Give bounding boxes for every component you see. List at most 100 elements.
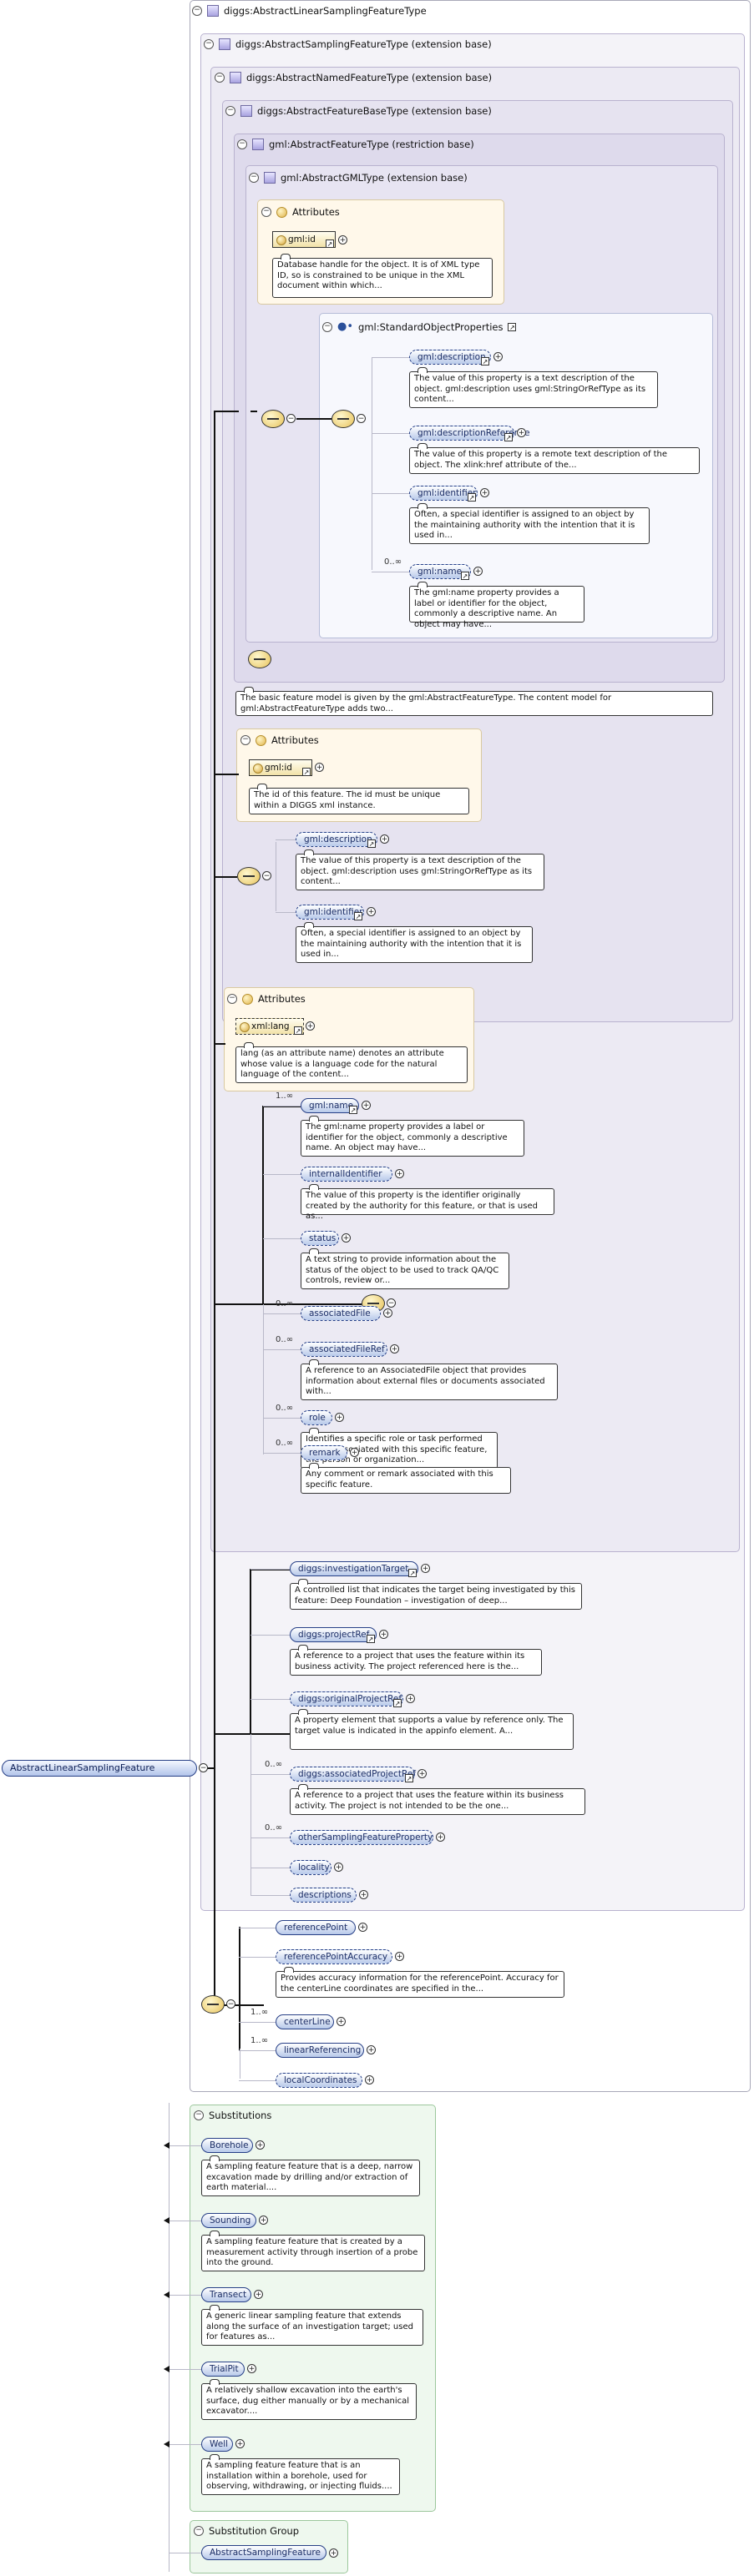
expand-icon[interactable]: +: [315, 763, 324, 772]
element-centerline[interactable]: centerLine: [276, 2014, 334, 2029]
expand-icon[interactable]: +: [259, 2216, 268, 2225]
collapse-toggle[interactable]: −: [227, 994, 237, 1004]
substitution-sounding[interactable]: Sounding: [201, 2213, 256, 2228]
collapse-toggle[interactable]: −: [215, 73, 225, 83]
element-othersamplingfeatureproperty[interactable]: otherSamplingFeatureProperty: [290, 1830, 433, 1845]
expand-icon[interactable]: +: [342, 1233, 351, 1243]
link-icon[interactable]: ↗: [405, 1774, 413, 1782]
link-icon[interactable]: ↗: [481, 357, 489, 365]
expand-icon[interactable]: +: [421, 1564, 430, 1573]
element-gml-description[interactable]: gml:description: [296, 832, 377, 847]
element-gml-identifier[interactable]: gml:identifier: [296, 905, 364, 920]
substitution-trialpit[interactable]: TrialPit: [201, 2362, 245, 2377]
link-icon[interactable]: ↗: [367, 1635, 375, 1643]
expand-icon[interactable]: +: [379, 1630, 388, 1639]
expand-icon[interactable]: +: [338, 235, 347, 244]
expand-icon[interactable]: +: [235, 2439, 245, 2448]
element-gml-descriptionreference[interactable]: gml:descriptionReference: [409, 426, 530, 441]
element-remark[interactable]: remark: [301, 1445, 347, 1460]
root-expand-icon[interactable]: −: [199, 1763, 208, 1772]
expand-icon[interactable]: +: [406, 1694, 415, 1703]
gml-id-attribute[interactable]: gml:id: [249, 759, 312, 776]
link-icon[interactable]: ↗: [504, 433, 513, 441]
collapse-toggle[interactable]: −: [225, 106, 235, 116]
link-icon[interactable]: ↗: [326, 239, 334, 248]
xml-lang-attribute[interactable]: xml:lang: [235, 1018, 304, 1035]
element-referencepointaccuracy[interactable]: referencePointAccuracy: [276, 1949, 392, 1964]
element-gml-description[interactable]: gml:description: [409, 350, 491, 365]
expand-icon[interactable]: +: [383, 1308, 392, 1318]
root-element[interactable]: AbstractLinearSamplingFeature: [2, 1760, 197, 1777]
element-gml-name[interactable]: gml:name: [301, 1098, 359, 1113]
expand-icon[interactable]: +: [350, 1448, 359, 1457]
element-role[interactable]: role: [301, 1410, 332, 1425]
collapse-toggle[interactable]: −: [194, 2526, 204, 2536]
expand-icon[interactable]: +: [247, 2364, 256, 2373]
element-gml-name[interactable]: gml:name: [409, 564, 471, 579]
element-localcoordinates[interactable]: localCoordinates: [276, 2073, 362, 2088]
expand-icon[interactable]: +: [493, 352, 503, 361]
collapse-toggle[interactable]: −: [194, 2110, 204, 2120]
expand-icon[interactable]: +: [380, 834, 389, 844]
expand-icon[interactable]: +: [254, 2290, 263, 2299]
expand-icon[interactable]: −: [286, 414, 296, 423]
expand-icon[interactable]: +: [417, 1769, 427, 1778]
element-diggs-associatedprojectref[interactable]: diggs:associatedProjectRef: [290, 1767, 416, 1782]
expand-icon[interactable]: +: [436, 1832, 445, 1842]
collapse-toggle[interactable]: −: [240, 735, 250, 745]
collapse-toggle[interactable]: −: [237, 139, 247, 149]
element-gml-identifier[interactable]: gml:identifier: [409, 486, 478, 501]
element-locality[interactable]: locality: [290, 1860, 331, 1875]
gml-id-attribute[interactable]: gml:id: [272, 231, 336, 248]
expand-icon[interactable]: +: [334, 1863, 343, 1872]
expand-icon[interactable]: −: [226, 1999, 235, 2009]
link-icon[interactable]: ↗: [468, 493, 476, 502]
expand-icon[interactable]: +: [335, 1413, 344, 1422]
expand-icon[interactable]: +: [517, 428, 526, 437]
expand-icon[interactable]: +: [358, 1923, 367, 1932]
expand-icon[interactable]: +: [390, 1344, 399, 1354]
expand-icon[interactable]: −: [357, 414, 366, 423]
collapse-toggle[interactable]: −: [261, 207, 271, 217]
link-icon[interactable]: ↗: [393, 1699, 402, 1707]
expand-icon[interactable]: +: [473, 567, 483, 576]
link-icon[interactable]: ↗: [294, 1026, 302, 1035]
substitution-borehole[interactable]: Borehole: [201, 2138, 253, 2153]
collapse-toggle[interactable]: −: [322, 321, 332, 332]
element-diggs-originalprojectref[interactable]: diggs:originalProjectRef: [290, 1691, 403, 1706]
link-icon[interactable]: ↗: [408, 1569, 417, 1577]
element-internalidentifier[interactable]: internalIdentifier: [301, 1167, 392, 1182]
substitution-transect[interactable]: Transect: [201, 2287, 251, 2302]
element-diggs-investigationtarget[interactable]: diggs:investigationTarget: [290, 1561, 418, 1576]
link-icon[interactable]: ↗: [302, 768, 311, 776]
expand-icon[interactable]: +: [395, 1169, 404, 1178]
collapse-toggle[interactable]: −: [192, 6, 202, 16]
link-icon[interactable]: ↗: [367, 839, 376, 848]
link-icon[interactable]: ↗: [461, 572, 469, 580]
substitution-group-element[interactable]: AbstractSamplingFeature: [201, 2545, 326, 2560]
element-linearreferencing[interactable]: linearReferencing: [276, 2043, 364, 2058]
element-associatedfileref[interactable]: associatedFileRef: [301, 1342, 387, 1357]
expand-icon[interactable]: −: [262, 871, 271, 880]
expand-icon[interactable]: −: [387, 1298, 396, 1308]
substitution-well[interactable]: Well: [201, 2437, 233, 2452]
expand-icon[interactable]: +: [367, 2045, 376, 2054]
expand-icon[interactable]: +: [480, 488, 489, 497]
link-icon[interactable]: ↗: [508, 322, 517, 331]
collapse-toggle[interactable]: −: [249, 173, 259, 183]
expand-icon[interactable]: +: [359, 1890, 368, 1899]
expand-icon[interactable]: +: [367, 907, 376, 916]
element-diggs-projectref[interactable]: diggs:projectRef: [290, 1627, 377, 1642]
expand-icon[interactable]: +: [362, 1101, 371, 1110]
element-status[interactable]: status: [301, 1231, 339, 1246]
element-descriptions[interactable]: descriptions: [290, 1888, 357, 1903]
expand-icon[interactable]: +: [256, 2140, 265, 2150]
expand-icon[interactable]: +: [395, 1952, 404, 1961]
expand-icon[interactable]: +: [329, 2548, 338, 2558]
link-icon[interactable]: ↗: [354, 912, 362, 920]
collapse-toggle[interactable]: −: [204, 39, 214, 49]
element-associatedfile[interactable]: associatedFile: [301, 1306, 381, 1321]
link-icon[interactable]: ↗: [349, 1106, 357, 1114]
element-referencepoint[interactable]: referencePoint: [276, 1920, 356, 1935]
expand-icon[interactable]: +: [337, 2017, 346, 2026]
